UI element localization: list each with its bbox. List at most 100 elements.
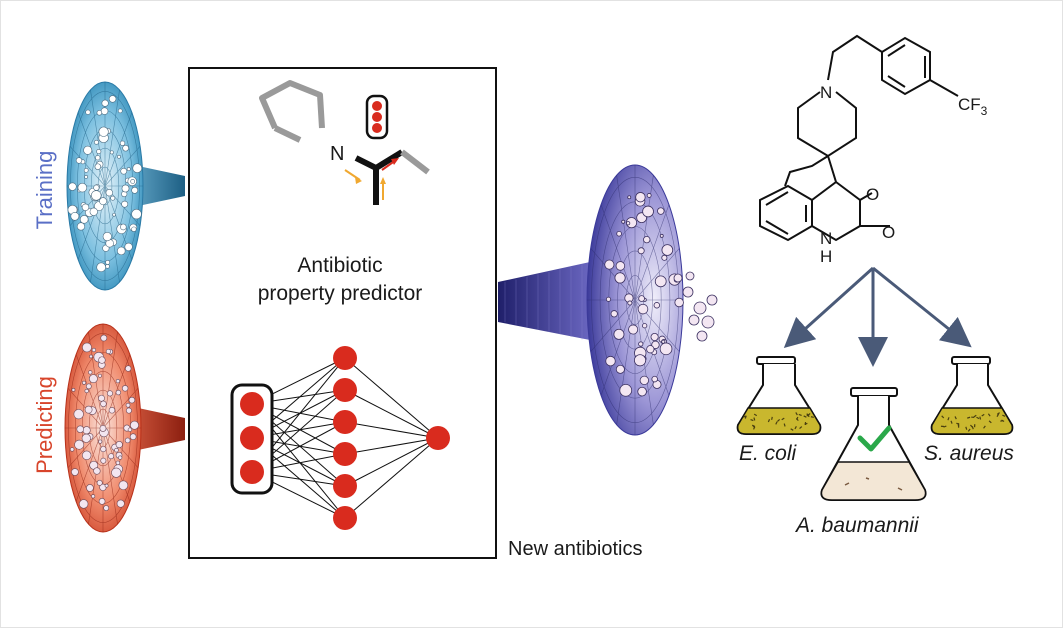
data-point: [82, 450, 92, 460]
data-point: [619, 383, 633, 397]
data-point: [127, 427, 133, 432]
data-point: [124, 242, 133, 251]
data-point: [615, 364, 625, 374]
bacterium: [979, 416, 982, 420]
output-point: [706, 294, 718, 306]
network-node-layer-0: [240, 460, 264, 484]
data-point: [69, 447, 75, 452]
grid-spoke: [102, 427, 118, 525]
bacterium: [943, 425, 947, 428]
data-point: [131, 208, 142, 220]
bacterium: [987, 413, 991, 417]
data-point: [124, 437, 131, 444]
bacterium: [799, 426, 803, 430]
atom-h-amide: H: [820, 247, 832, 266]
data-point: [91, 494, 96, 499]
grid-spoke: [634, 248, 680, 301]
data-point: [646, 345, 655, 354]
data-point: [100, 446, 107, 453]
data-point: [100, 400, 107, 408]
data-point: [610, 310, 618, 318]
model-title-line2: property predictor: [258, 282, 423, 305]
bacterium: [783, 423, 786, 427]
data-point: [125, 365, 132, 372]
network-node-layer-0: [240, 392, 264, 416]
network-nodes: [240, 346, 450, 530]
data-point: [616, 230, 622, 237]
data-point: [117, 108, 123, 114]
data-point: [115, 441, 123, 449]
data-point: [75, 157, 83, 164]
data-point: [117, 154, 121, 159]
data-point: [122, 144, 129, 152]
data-point: [131, 226, 137, 232]
grid-spoke: [600, 299, 636, 396]
data-point: [604, 259, 615, 270]
bacterium: [1002, 414, 1006, 417]
bacterium: [752, 424, 755, 428]
data-point: [635, 192, 646, 203]
network-node-layer-1: [333, 346, 357, 370]
data-point: [615, 261, 626, 271]
bacterium: [967, 416, 971, 419]
data-point: [96, 262, 106, 273]
data-point: [96, 149, 102, 155]
data-point: [650, 332, 659, 342]
data-point: [83, 145, 93, 155]
data-point: [637, 247, 645, 255]
bacterium: [976, 416, 980, 420]
data-point: [633, 354, 647, 367]
network-node-layer-1: [333, 378, 357, 402]
data-point: [100, 334, 108, 342]
data-point: [89, 207, 98, 216]
data-point: [125, 402, 131, 408]
data-point: [96, 110, 103, 116]
atom-o-carbonyl: O: [882, 223, 895, 242]
output-funnel: [498, 164, 718, 436]
grid-spoke: [75, 354, 104, 429]
bacterium: [954, 416, 957, 420]
bacterium: [967, 428, 971, 432]
data-point: [637, 386, 647, 397]
data-point: [642, 323, 648, 329]
grid-spoke: [69, 146, 106, 187]
data-point: [98, 356, 106, 364]
data-point: [94, 163, 102, 170]
data-point: [638, 341, 644, 347]
bacterium: [753, 417, 756, 421]
training-funnel: [66, 81, 185, 291]
flask-a-baumannii: [820, 387, 927, 501]
grid-spoke: [616, 175, 636, 301]
bacterium: [803, 415, 807, 418]
data-point: [118, 455, 123, 460]
bacterium: [970, 424, 973, 428]
network-edge: [344, 437, 439, 455]
bacterium: [767, 419, 771, 423]
data-point: [111, 467, 122, 478]
data-point: [605, 296, 612, 302]
data-point: [628, 324, 639, 335]
network-node-layer-1: [333, 506, 357, 530]
bacterium: [996, 413, 1000, 417]
atom-n-amide: N: [820, 229, 832, 248]
bacterium: [806, 414, 810, 418]
data-point: [121, 200, 129, 208]
data-point: [79, 499, 89, 509]
data-point: [108, 453, 115, 460]
cf3-group: CF3: [958, 95, 988, 118]
data-point: [661, 254, 668, 261]
data-point: [76, 425, 84, 433]
data-point: [639, 375, 649, 386]
predicting-funnel: [64, 323, 185, 533]
data-point: [115, 460, 121, 466]
bacterium: [795, 417, 799, 422]
data-point: [68, 182, 77, 191]
data-point: [100, 457, 107, 464]
data-point: [115, 389, 121, 396]
output-point: [701, 315, 715, 329]
data-point: [654, 275, 667, 288]
data-point: [120, 223, 127, 231]
data-point: [105, 260, 110, 265]
data-point: [76, 222, 86, 231]
